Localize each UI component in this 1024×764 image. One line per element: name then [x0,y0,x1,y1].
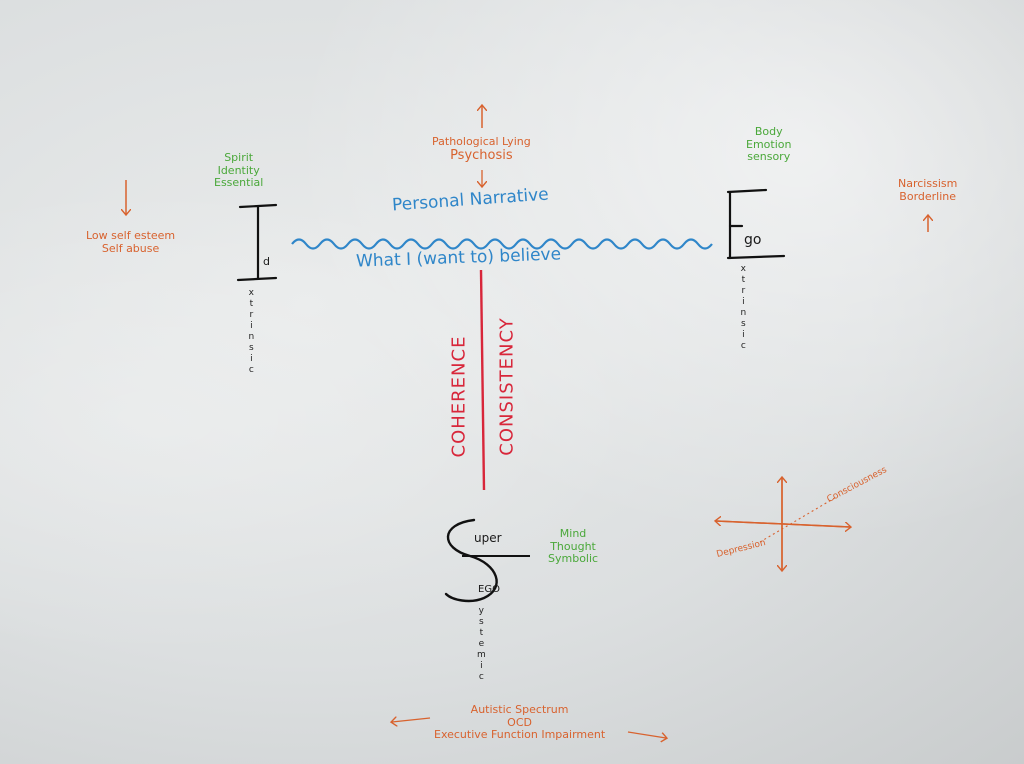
ego-axis-label: xtrinsic [738,264,749,352]
id-pathology: Low self esteem Self abuse [86,229,176,255]
id-pathology-self-abuse: Self abuse [101,241,160,255]
ego-trait-emotion: Emotion [746,137,792,151]
superego-axis-label: ystemic [476,606,487,683]
coherence-label: COHERENCE [448,335,470,458]
superego-trait-symbolic: Symbolic [548,552,599,566]
superego-pathology-autistic: Autistic Spectrum [470,703,569,716]
ego-pathology: Narcissism Borderline [898,177,958,203]
narrative-pathology-psychosis: Psychosis [450,147,513,163]
ego-trait-sensory: sensory [747,150,791,164]
id-trait-essential: Essential [214,176,264,190]
id-subscript: d [263,255,270,268]
superego-s-stroke [444,518,498,603]
ego-trait-body: Body [754,125,783,138]
axes-sketch [716,478,850,570]
superego-traits: Mind Thought Symbolic [548,527,599,566]
coherence-red-line [479,269,486,491]
superego-left-arrow [392,718,431,722]
id-letter-stroke [236,203,278,282]
ego-letter-stroke [726,188,786,260]
id-trait-spirit: Spirit [224,151,254,164]
ego-traits: Body Emotion sensory [746,125,792,164]
superego-trait-thought: Thought [550,539,596,553]
ego-pathology-borderline: Borderline [899,189,957,203]
id-traits: Spirit Identity Essential [214,151,264,190]
ego-subscript: go [744,232,762,248]
narrative-pathology: Pathological Lying Psychosis [432,135,531,164]
consistency-label: CONSISTENCY [496,317,518,456]
superego-trait-mind: Mind [559,527,587,540]
superego-lower-label: EGO [478,584,500,595]
superego-pathology-executive: Executive Function Impairment [434,728,606,742]
superego-pathology: Autistic Spectrum OCD Executive Function… [434,703,606,742]
ego-pathology-narcissism: Narcissism [898,177,958,190]
superego-upper-label: uper [474,531,502,545]
superego-right-arrow [627,731,666,738]
narrative-pathology-lying: Pathological Lying [432,135,531,148]
id-axis-label: xtrinsic [246,288,257,376]
superego-pathology-ocd: OCD [507,715,532,729]
id-pathology-low-self-esteem: Low self esteem [86,229,176,242]
narrative-wavy-line [291,238,713,250]
id-trait-identity: Identity [217,163,260,177]
